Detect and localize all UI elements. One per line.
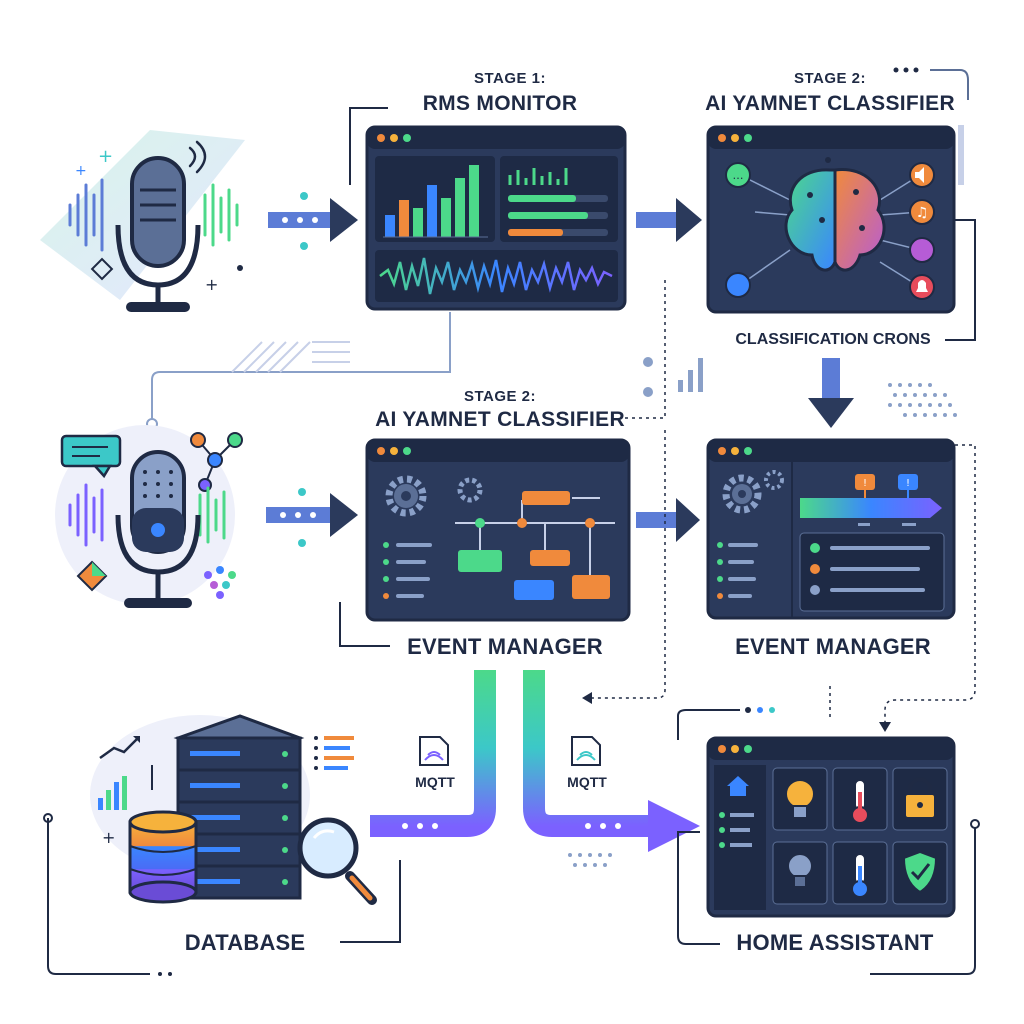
sound-wave-left bbox=[68, 178, 104, 252]
arrow-mic-to-event-manager bbox=[266, 488, 358, 547]
event-manager-right-label: EVENT MANAGER bbox=[735, 634, 931, 659]
gear-icon bbox=[457, 477, 483, 503]
speaker-icon bbox=[909, 162, 935, 188]
svg-text:+: + bbox=[102, 828, 115, 847]
lock-icon bbox=[904, 777, 936, 819]
event-manager-panel-left bbox=[365, 438, 631, 622]
arrow-classifier-to-event bbox=[808, 358, 854, 428]
event-timeline: ! ! bbox=[800, 474, 942, 526]
lightbulb-icon bbox=[785, 779, 815, 819]
event-manager-left-label: EVENT MANAGER bbox=[407, 634, 603, 659]
lightbulb-icon bbox=[787, 853, 813, 888]
arrow-rms-to-classifier bbox=[636, 198, 702, 242]
classifier-panel: … ♫ bbox=[706, 125, 956, 314]
stage1-small-label: STAGE 1: bbox=[473, 70, 547, 87]
home-assistant-label: HOME ASSISTANT bbox=[736, 930, 934, 955]
gear-icon bbox=[722, 474, 762, 514]
database-icon bbox=[128, 810, 198, 904]
stage2-mid-title: AI YAMNET CLASSIFIER bbox=[375, 408, 625, 431]
svg-text:!: ! bbox=[863, 478, 867, 489]
home-icon bbox=[727, 776, 749, 796]
svg-text:…: … bbox=[733, 169, 744, 182]
svg-text:!: ! bbox=[906, 478, 910, 489]
brain-icon bbox=[784, 157, 886, 272]
microphone-icon bbox=[115, 450, 201, 608]
svg-text:♫: ♫ bbox=[916, 205, 929, 221]
svg-text:+: + bbox=[205, 275, 218, 294]
event-manager-panel-right: ! ! bbox=[706, 438, 956, 620]
arrow-event-to-event bbox=[636, 498, 700, 542]
diamond-shape bbox=[76, 560, 108, 592]
svg-text:+: + bbox=[75, 163, 87, 179]
stage2-mid-small-label: STAGE 2: bbox=[463, 388, 537, 405]
rms-monitor-panel bbox=[365, 125, 627, 311]
home-assistant-panel bbox=[706, 736, 956, 918]
file-icon bbox=[571, 736, 601, 766]
network-nodes bbox=[190, 432, 243, 492]
growth-chart-icon bbox=[98, 736, 140, 810]
mqtt-left-label: MQTT bbox=[415, 774, 455, 790]
gear-icon bbox=[764, 470, 784, 490]
speech-bubble-icon: … bbox=[725, 162, 751, 188]
classification-caption: CLASSIFICATION CRONS bbox=[735, 331, 931, 348]
rms-waveform bbox=[379, 257, 613, 295]
thermometer-icon bbox=[851, 779, 869, 824]
file-icon bbox=[419, 736, 449, 766]
stage2-top-small-label: STAGE 2: bbox=[793, 70, 867, 87]
event-flow-graph bbox=[455, 491, 615, 600]
bell-icon bbox=[909, 274, 935, 300]
database-group: + bbox=[90, 714, 377, 905]
sound-wave-right bbox=[203, 183, 239, 247]
rms-level-meters bbox=[508, 168, 568, 185]
server-icon bbox=[173, 714, 305, 900]
microphone-icon bbox=[115, 156, 201, 312]
magnifier-icon bbox=[297, 817, 377, 905]
mqtt-pipe-right bbox=[523, 670, 700, 852]
music-note-icon: ♫ bbox=[909, 199, 935, 225]
rms-bar-chart bbox=[383, 165, 488, 238]
speech-bubble-icon bbox=[60, 434, 122, 479]
database-label: DATABASE bbox=[184, 930, 306, 955]
svg-text:+: + bbox=[98, 146, 113, 167]
microphone-top-group: + + + bbox=[40, 130, 245, 312]
mqtt-right-label: MQTT bbox=[567, 774, 607, 790]
arrow-mic-to-rms bbox=[268, 192, 358, 250]
stage1-title: RMS MONITOR bbox=[422, 92, 578, 115]
shield-icon bbox=[902, 850, 938, 894]
microphone-middle-group bbox=[55, 425, 243, 608]
stage2-top-title: AI YAMNET CLASSIFIER bbox=[705, 92, 955, 115]
thermometer-icon bbox=[851, 853, 869, 898]
mqtt-pipe-left bbox=[370, 670, 496, 837]
gear-icon bbox=[385, 475, 427, 517]
